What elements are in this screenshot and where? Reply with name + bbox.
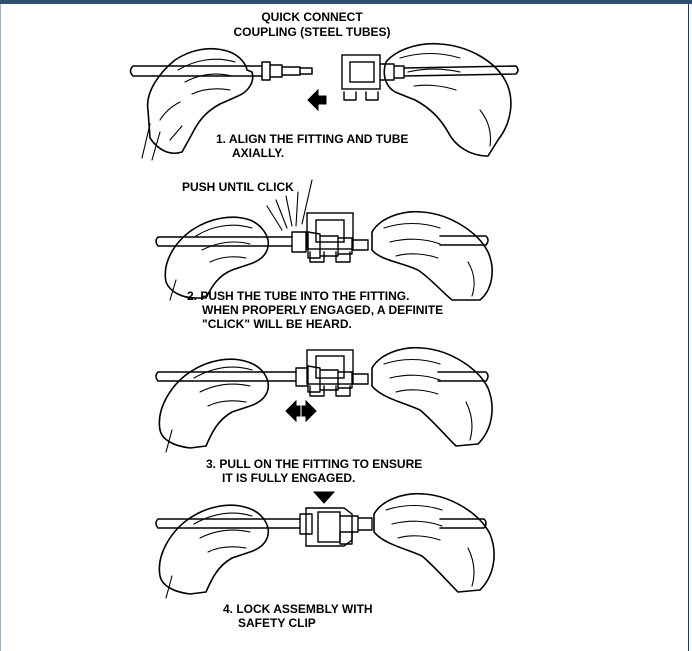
step-3-line2: IT IS FULLY ENGAGED. [222,471,355,485]
diagram-title-line1: QUICK CONNECT [261,10,363,24]
steel-tube-left [129,61,313,81]
window-left-border [0,4,1,651]
step-2-illustration [155,179,493,301]
quick-connect-fitting-4 [299,507,373,547]
step-4-line1: 4. LOCK ASSEMBLY WITH [223,602,373,616]
right-hand-3 [371,346,493,447]
step-3-illustration [155,346,493,453]
quick-connect-fitting-3 [295,349,369,397]
step-2-line1: 2. PUSH THE TUBE INTO THE FITTING. [187,289,409,303]
right-hand-4 [373,492,495,593]
left-hand-4 [158,504,270,599]
left-hand-2 [164,216,270,301]
step-1-illustration [129,42,519,161]
diagram-title-line2: COUPLING (STEEL TUBES) [233,25,390,39]
step-2-line2: WHEN PROPERLY ENGAGED, A DEFINITE [202,303,443,317]
step-3-line1: 3. PULL ON THE FITTING TO ENSURE [206,457,422,471]
quick-connect-fitting-2 [291,212,369,263]
left-hand-3 [158,358,270,453]
step-1-line1: 1. ALIGN THE FITTING AND TUBE [216,132,408,146]
pull-double-arrow-icon [285,399,317,423]
click-indicator-lines [266,179,313,231]
clip-down-arrow-icon [312,491,336,504]
left-hand-1 [141,48,254,161]
right-hand-2 [371,210,493,301]
step-2-callout: PUSH UNTIL CLICK [182,180,294,194]
window-right-border [688,4,689,651]
step-4-illustration [155,491,495,599]
step-4-line2: SAFETY CLIP [238,616,316,630]
push-arrow-icon [307,88,327,112]
window-top-border [0,0,692,4]
quick-connect-fitting-1 [341,54,519,101]
step-1-line2: AXIALLY. [232,146,284,160]
step-2-line3: "CLICK" WILL BE HEARD. [202,317,352,331]
right-hand-1 [383,42,512,157]
